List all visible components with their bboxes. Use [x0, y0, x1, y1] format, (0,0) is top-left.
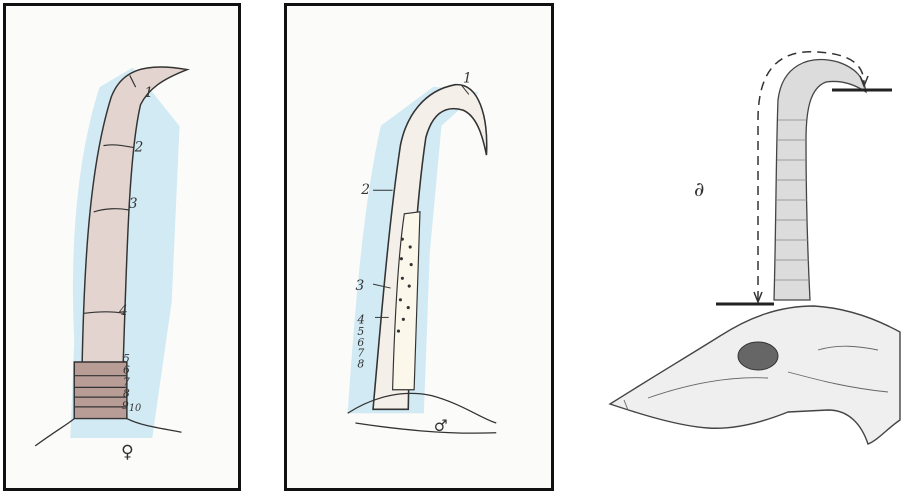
horn-external-view-panel: 1 2 3 4 5 6 7 8 9 10 ♀: [3, 3, 241, 491]
horn-section-view-panel: 1 2 3 4 5 6 7 8 ♂: [284, 3, 554, 491]
horn-base-rings: [74, 362, 127, 419]
skull-outline: [610, 306, 900, 444]
label-10: 10: [129, 403, 141, 414]
female-symbol: ♀: [121, 443, 134, 463]
male-symbol: ♂: [434, 416, 448, 435]
eye-socket: [738, 342, 778, 370]
label-2: 2: [360, 182, 370, 198]
label-2: 2: [134, 139, 144, 155]
label-d: ∂: [694, 177, 704, 201]
label-1: 1: [463, 71, 472, 87]
label-1: 1: [144, 85, 153, 101]
female-horn-drawing: 1 2 3 4 5 6 7 8 9 10 ♀: [6, 6, 238, 488]
label-3: 3: [129, 196, 138, 212]
male-horn-section-drawing: 1 2 3 4 5 6 7 8 ♂: [287, 6, 551, 488]
skull-measurement-panel: ∂: [588, 0, 901, 499]
label-8: 8: [357, 357, 364, 370]
label-3: 3: [355, 278, 364, 294]
skull-horn-drawing: ∂: [588, 0, 901, 499]
label-4: 4: [118, 303, 128, 319]
